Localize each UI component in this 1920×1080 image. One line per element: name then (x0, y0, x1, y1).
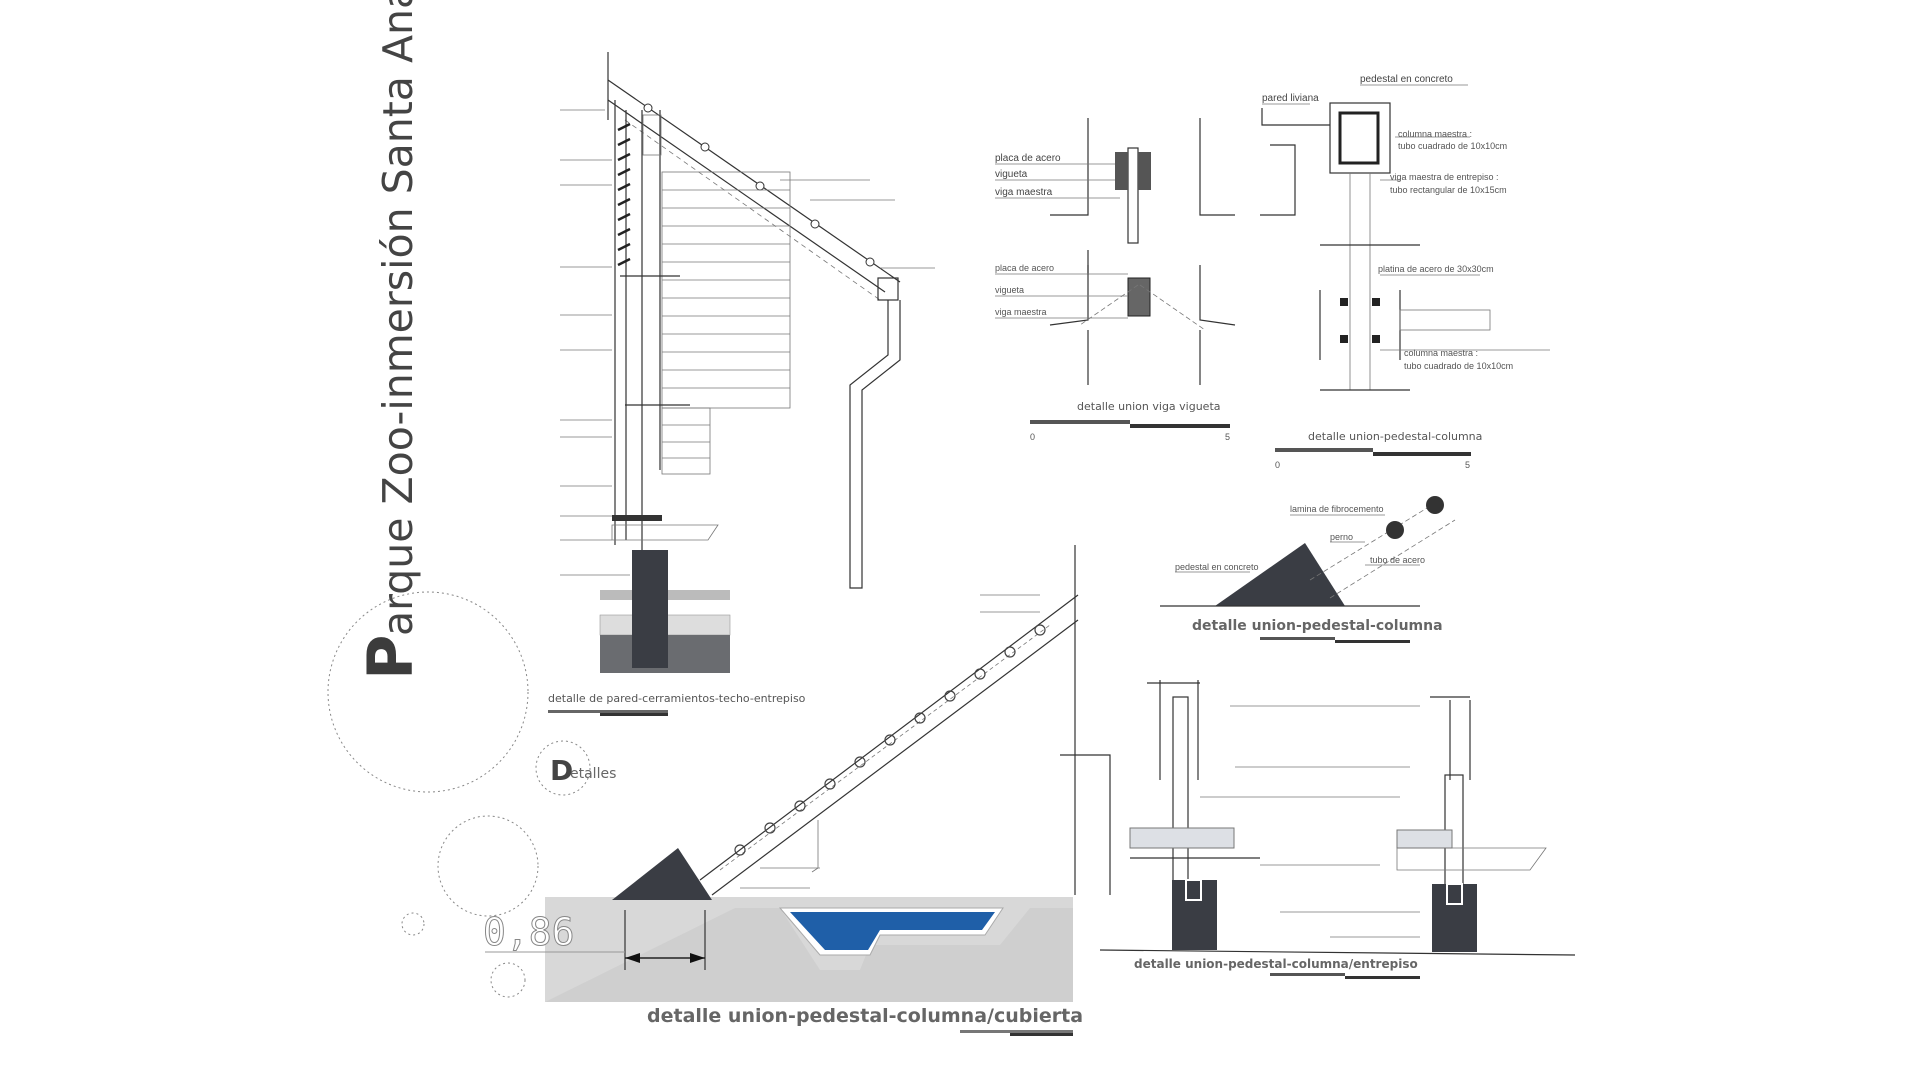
pedestal-triangle (612, 848, 712, 900)
beam-label: viga maestra (995, 187, 1053, 198)
roof-section-detail: 0,86 detalle union-pedestal-columna/cubi… (483, 545, 1111, 1036)
subtitle-text: etalles (570, 766, 616, 782)
diag-label: perno (1330, 532, 1353, 542)
pedestal-label: pedestal en concreto (1360, 74, 1453, 85)
scale-end: 5 (1465, 460, 1470, 470)
roof-detail-title: detalle union-pedestal-columna/cubierta (647, 1005, 1083, 1027)
pedestal-label: tubo cuadrado de 10x10cm (1398, 141, 1507, 151)
decorative-circle-large (327, 591, 529, 793)
scale-start: 0 (1030, 432, 1035, 442)
diag-label: tubo de acero (1370, 555, 1425, 565)
decorative-circle-medium (437, 815, 539, 917)
pedestal-label: tubo rectangular de 10x15cm (1390, 185, 1507, 195)
scale-end: 5 (1225, 432, 1230, 442)
decorative-circle-detalles (535, 740, 591, 796)
water-pool (790, 912, 995, 950)
sheet-title-text: arque Zoo-inmersión Santa Ana (374, 0, 422, 636)
diag-label: pedestal en concreto (1175, 562, 1259, 572)
beam-label: placa de acero (995, 153, 1061, 164)
pedestal-label: pared liviana (1262, 93, 1319, 104)
pedestal-label: platina de acero de 30x30cm (1378, 264, 1494, 274)
floor-detail-title: detalle union-pedestal-columna/entrepiso (1134, 957, 1418, 971)
beam-label: vigueta (995, 285, 1024, 295)
pedestal-detail-title: detalle union-pedestal-columna (1308, 430, 1482, 443)
pedestal-diagonal-detail: pedestal en concreto lamina de fibroceme… (1160, 496, 1456, 643)
beam-label: viga maestra (995, 307, 1047, 317)
beam-label: vigueta (995, 169, 1028, 180)
pedestal-label: tubo cuadrado de 10x10cm (1404, 361, 1513, 371)
scale-bar (1030, 420, 1130, 424)
decorative-circle-small-2 (490, 962, 526, 998)
pedestal-label: viga maestra de entrepiso : (1390, 172, 1499, 182)
beam-detail-title: detalle union viga vigueta (1077, 400, 1221, 413)
floor-joint-detail: detalle union-pedestal-columna/entrepiso (1099, 680, 1576, 979)
scale-start: 0 (1275, 460, 1280, 470)
decorative-circle-small (401, 912, 425, 936)
beam-label: placa de acero (995, 263, 1054, 273)
pedestal-label: columna maestra : (1404, 348, 1478, 358)
pedestal-label: columna maestra : (1398, 129, 1472, 139)
diag-label: lamina de fibrocemento (1290, 504, 1384, 514)
wall-detail-title: detalle de pared-cerramientos-techo-entr… (548, 692, 806, 705)
pedestal-column-detail: pedestal en concreto pared liviana colum… (1260, 74, 1550, 470)
wall-section-detail: detalle de pared-cerramientos-techo-entr… (548, 52, 935, 716)
sheet-title: P arque Zoo-inmersión Santa Ana (354, 0, 427, 680)
dimension-label: 0,86 (483, 910, 575, 954)
pedestal-diag-title: detalle union-pedestal-columna (1192, 618, 1443, 634)
beam-joint-detail: placa de acero vigueta viga maestra plac… (995, 118, 1236, 442)
sheet-title-initial: P (354, 635, 427, 680)
subtitle-initial: D (550, 754, 573, 787)
